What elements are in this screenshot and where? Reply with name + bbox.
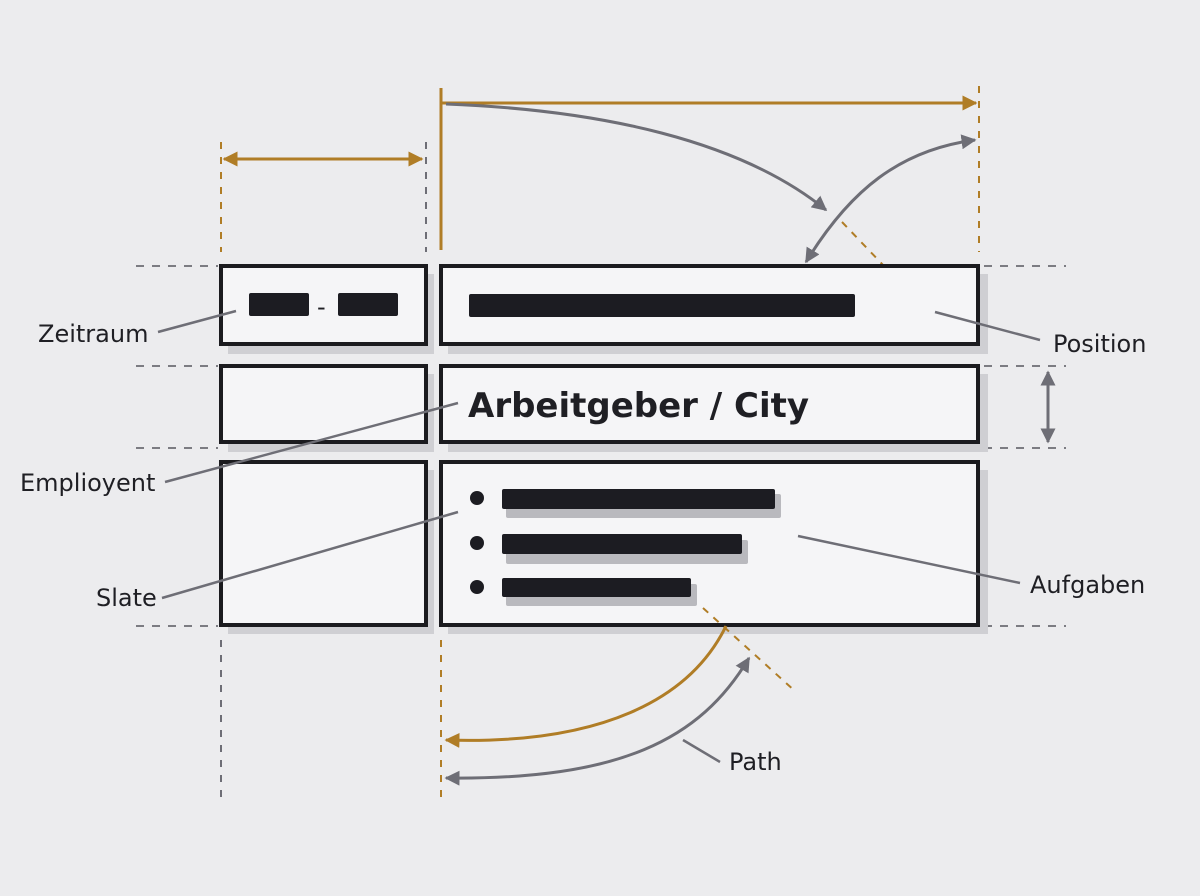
leader-emplioyent — [164, 401, 459, 484]
employer-box — [439, 364, 980, 444]
label-zeitraum: Zeitraum — [38, 320, 148, 348]
empty-box-row3 — [219, 460, 428, 627]
leader-position — [934, 310, 1041, 342]
curved-arrow-return-icon — [804, 134, 977, 264]
task-placeholder-1 — [502, 489, 775, 509]
position-placeholder — [469, 294, 855, 317]
leader-slate — [161, 510, 459, 600]
angle-guide-top — [841, 221, 885, 267]
vertical-guides — [220, 86, 980, 800]
angle-guide-bottom — [702, 607, 797, 693]
bullet-icon — [470, 580, 484, 594]
label-slate: Slate — [96, 584, 157, 612]
horizontal-guides — [136, 265, 1066, 627]
leader-aufgaben — [797, 534, 1021, 585]
label-aufgaben: Aufgaben — [1030, 571, 1145, 599]
bullet-icon — [470, 536, 484, 550]
date-start-placeholder — [249, 293, 309, 316]
bullet-icon — [470, 491, 484, 505]
leader-lines — [157, 309, 1041, 764]
label-path: Path — [729, 748, 782, 776]
task-bullets — [470, 489, 781, 606]
employer-city-text: Arbeitgeber / City — [468, 386, 809, 426]
date-end-placeholder — [338, 293, 398, 316]
empty-box-row2 — [219, 364, 428, 444]
leader-zeitraum — [157, 309, 237, 334]
task-placeholder-3 — [502, 578, 691, 597]
curved-arrow-icon — [445, 102, 828, 212]
leader-path — [682, 738, 721, 764]
date-separator: - — [317, 293, 326, 321]
label-emplioyent: Emplioyent — [20, 469, 155, 497]
curved-arrow-grey-bottom — [444, 656, 751, 786]
task-placeholder-2 — [502, 534, 742, 554]
curved-arrow-gold-bottom — [444, 625, 728, 748]
label-position: Position — [1053, 330, 1146, 358]
